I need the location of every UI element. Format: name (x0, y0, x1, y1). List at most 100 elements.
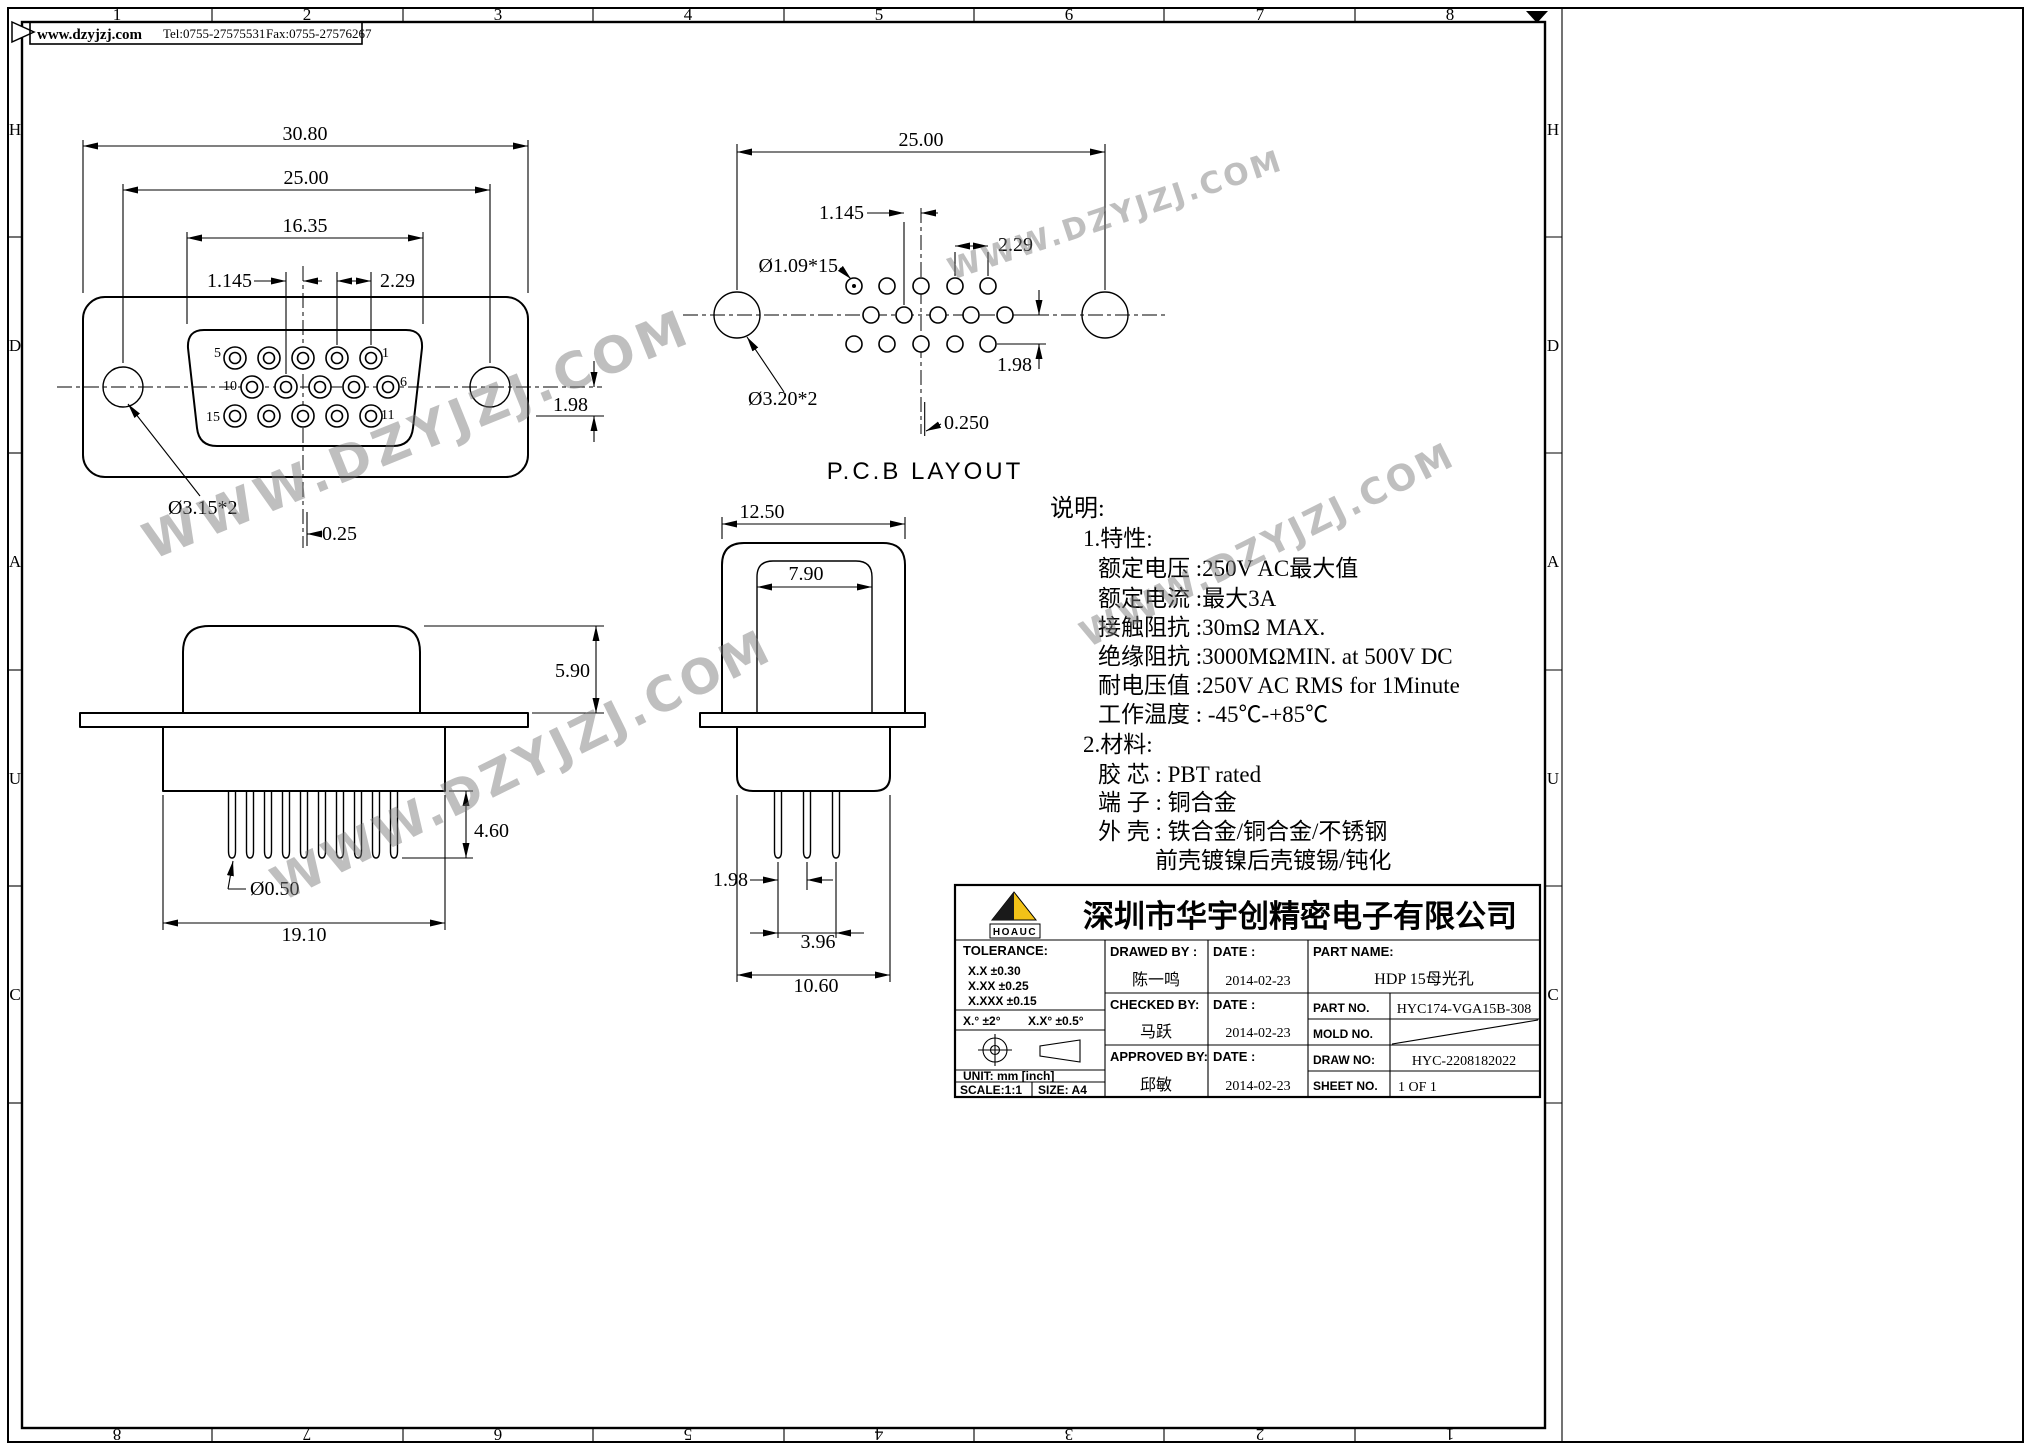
sheet-no-value: 1 OF 1 (1398, 1080, 1437, 1095)
tolerance-title: TOLERANCE: (963, 943, 1048, 958)
date-label: DATE : (1213, 997, 1255, 1012)
dim-body-width: 19.10 (282, 924, 327, 946)
zone-letter: H (1547, 120, 1559, 139)
date-label: DATE : (1213, 1049, 1255, 1064)
notes-line: 胶 芯 : PBT rated (1098, 762, 1262, 787)
zone-number: 4 (874, 1425, 883, 1444)
tolerance-row: X.XXX ±0.15 (968, 994, 1037, 1008)
pin-number: 6 (400, 375, 407, 390)
zone-number: 6 (1065, 5, 1074, 24)
dim-body-width: 10.60 (794, 975, 839, 997)
date-value: 2014-02-23 (1225, 1079, 1290, 1094)
dim-shell-height: 5.90 (555, 660, 590, 682)
mounting-hole (102, 366, 144, 408)
side-view: 5.90 4.60 Ø0.50 19.10 (79, 625, 604, 946)
notes-line: 端 子 : 铜合金 (1098, 790, 1237, 815)
scale-text: SCALE:1:1 (960, 1083, 1022, 1097)
dim-pin-hole: Ø1.09*15 (759, 255, 838, 277)
d-insert (186, 329, 424, 447)
zone-number: 7 (1256, 5, 1265, 24)
company-name: 深圳市华宇创精密电子有限公司 (1083, 899, 1517, 934)
notes-line: 额定电流 :最大3A (1098, 586, 1277, 611)
part-name-label: PART NAME: (1313, 944, 1394, 959)
dim-row-spacing: 1.98 (997, 354, 1032, 376)
dim-pin-pitch: 1.98 (713, 869, 748, 891)
pcb-pin-holes (845, 277, 1014, 353)
tolerance-angle: X.X° ±0.5° (1028, 1014, 1084, 1028)
dim-row-offset: 1.145 (819, 202, 864, 224)
approved-by-name: 邱敏 (1140, 1076, 1172, 1094)
notes-title: 说明: (1050, 495, 1105, 522)
draw-no-value: HYC-2208182022 (1412, 1054, 1516, 1069)
zone-number: 7 (302, 1425, 311, 1444)
notes-line: 接触阻抗 :30mΩ MAX. (1098, 615, 1325, 640)
notes-section-title: 2.材料: (1083, 732, 1153, 757)
pcb-mount-hole (1081, 291, 1129, 339)
connector-flange (82, 296, 529, 478)
checked-by-name: 马跃 (1140, 1023, 1172, 1041)
header-contact: www.dzyjzj.com Tel:0755-27575531 Fax:075… (29, 21, 372, 45)
notes-section-title: 1.特性: (1083, 526, 1153, 551)
zone-number: 2 (303, 5, 312, 24)
pin-number: 5 (214, 346, 221, 361)
sheet-no-label: SHEET NO. (1313, 1079, 1378, 1093)
pcb-mount-hole (713, 291, 761, 339)
zone-letter: H (9, 120, 21, 139)
company-logo: HOAUC (989, 891, 1041, 939)
checked-by-label: CHECKED BY: (1110, 997, 1199, 1012)
pin-number: 11 (381, 408, 394, 423)
zone-number: 1 (113, 5, 122, 24)
mounting-hole (469, 366, 511, 408)
pin-number: 15 (206, 410, 220, 425)
mold-no-strike (1391, 1019, 1539, 1045)
notes-line: 工作温度 : -45℃-+85℃ (1098, 702, 1328, 727)
insulator-body (162, 726, 446, 792)
size-text: SIZE: A4 (1038, 1083, 1087, 1097)
zone-number: 6 (494, 1425, 503, 1444)
zone-letter: C (9, 985, 20, 1004)
end-view: 12.50 7.90 1.98 3.96 10.60 (699, 501, 926, 997)
website-text: www.dzyjzj.com (37, 27, 142, 43)
contact-holes (223, 346, 400, 428)
dim-insert-width: 16.35 (283, 215, 328, 237)
fax-text: Fax:0755-27576267 (266, 26, 372, 41)
dim-pin-pitch: 2.29 (380, 270, 415, 292)
dim-pin-length: 4.60 (474, 820, 509, 842)
dim-pin-pitch: 2.29 (998, 234, 1033, 256)
part-no-label: PART NO. (1313, 1001, 1369, 1015)
notes-line: 外 壳 : 铁合金/铜合金/不锈钢 (1098, 819, 1387, 844)
zone-letter: U (9, 769, 21, 788)
dim-hole-spacing: 25.00 (284, 167, 329, 189)
notes-line: 额定电压 :250V AC最大值 (1098, 556, 1358, 581)
corner-mark-icon (1526, 11, 1548, 23)
part-name-value: HDP 15母光孔 (1374, 970, 1473, 988)
pcb-layout-view: 25.00 1.145 2.29 Ø1.09*15 Ø3.20*2 1.98 0… (683, 129, 1168, 485)
dim-overall-width: 30.80 (283, 123, 328, 145)
date-value: 2014-02-23 (1225, 974, 1290, 989)
zone-letter: D (1547, 336, 1559, 355)
dim-pin-span: 3.96 (801, 931, 836, 953)
zone-number: 8 (1446, 5, 1455, 24)
zone-letter: C (1547, 985, 1558, 1004)
date-label: DATE : (1213, 944, 1255, 959)
projection-symbol-icon (978, 1034, 1081, 1066)
flange-profile (699, 712, 926, 728)
dim-shell-width: 12.50 (740, 501, 785, 523)
tolerance-row: X.X ±0.30 (968, 964, 1021, 978)
dim-center-offset: 0.25 (322, 523, 357, 545)
zone-number: 3 (494, 5, 503, 24)
pin-number: 1 (382, 346, 389, 361)
pins (773, 791, 841, 859)
drawed-by-name: 陈一鸣 (1132, 971, 1180, 989)
dim-hole-spacing: 25.00 (899, 129, 944, 151)
insulator-body (736, 727, 891, 792)
tolerance-row: X.XX ±0.25 (968, 979, 1029, 993)
dim-row-offset: 1.145 (207, 270, 252, 292)
dim-opening-width: 7.90 (789, 563, 824, 585)
dim-center-offset: 0.250 (944, 412, 989, 434)
dim-pin-dia: Ø0.50 (250, 878, 299, 900)
pins (227, 791, 399, 859)
zone-number: 3 (1065, 1425, 1074, 1444)
